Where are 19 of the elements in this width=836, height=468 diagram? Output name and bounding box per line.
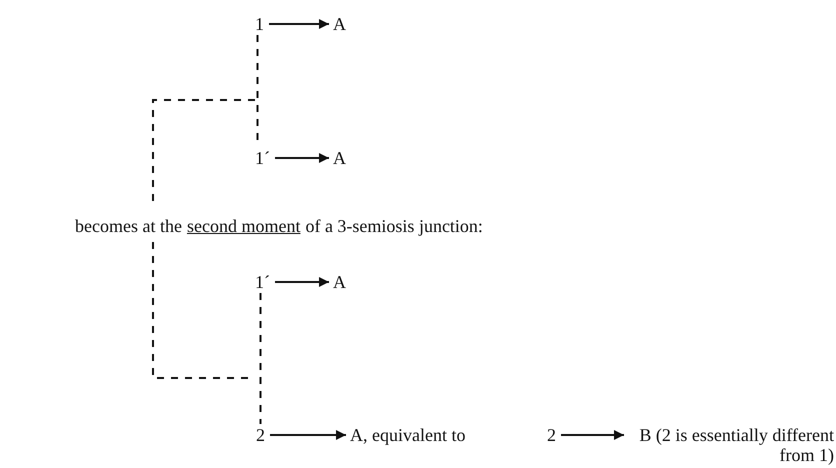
sentence-text: second moment (186, 216, 300, 236)
node-text: 2 (256, 425, 265, 445)
arrow (275, 277, 329, 287)
arrow (269, 19, 329, 29)
arrow (561, 430, 624, 440)
node-text: 1´ (255, 272, 270, 292)
node-text: A (333, 14, 346, 34)
node-text: A, equivalent to (350, 425, 466, 445)
arrow (270, 430, 346, 440)
sentence-text: becomes at the (75, 216, 182, 236)
node-text: 1´ (255, 148, 270, 168)
sentence-text: of a 3-semiosis junction: (305, 216, 483, 236)
dashed-line (260, 293, 262, 424)
arrow (275, 153, 329, 163)
node-text: 1 (255, 14, 264, 34)
node-text: 2 (547, 425, 556, 445)
node-text: B (2 is essentially different from 1) (628, 425, 834, 465)
node-text: A (333, 148, 346, 168)
node-text: A (333, 272, 346, 292)
